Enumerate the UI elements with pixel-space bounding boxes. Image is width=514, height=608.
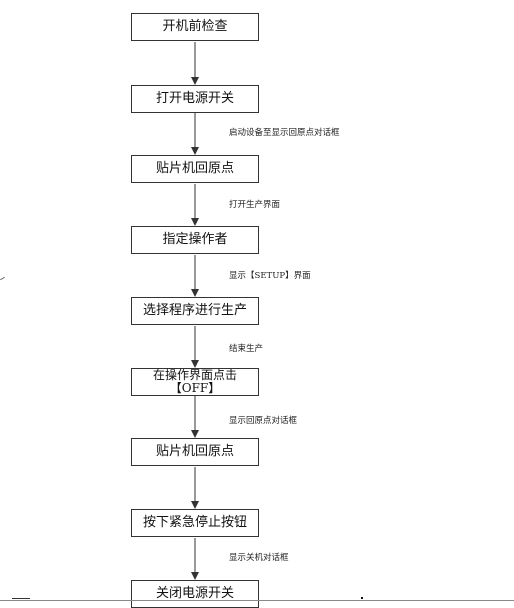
step-assign-operator: 指定操作者 [131,226,259,254]
step-label: 指定操作者 [162,232,228,247]
step-label: 按下紧急停止按钮 [142,515,247,530]
step-label-line2: 【OFF】 [169,381,221,395]
step-label: 贴片机回原点 [155,444,234,459]
step-label: 开机前检查 [162,19,228,34]
page-bottom-rule [0,600,514,601]
step-click-off: 在操作界面点击 【OFF】 [131,368,259,396]
step-turn-on-power: 打开电源开关 [131,85,259,113]
step-select-program: 选择程序进行生产 [131,297,259,325]
transition-label-open-production: 打开生产界面 [229,200,281,210]
step-label: 选择程序进行生产 [142,303,247,318]
bottom-left-stub [12,598,30,599]
step-power-on-check: 开机前检查 [131,13,259,41]
transition-label-setup: 显示【SETUP】界面 [229,271,311,281]
left-edge-mark [0,276,5,281]
transition-label-startup: 启动设备至显示回原点对话框 [229,128,340,138]
transition-label-shutdown-dialog: 显示关机对话框 [229,553,289,563]
step-label-line1: 在操作界面点击 [152,368,237,382]
bottom-dot [361,597,363,599]
transition-label-end-production: 结束生产 [229,344,264,354]
step-label: 关闭电源开关 [155,586,234,601]
step-emergency-stop: 按下紧急停止按钮 [131,509,259,537]
transition-label-origin-dialog: 显示回原点对话框 [229,416,298,426]
step-return-origin-1: 贴片机回原点 [131,155,259,183]
step-turn-off-power: 关闭电源开关 [131,580,259,608]
step-label: 打开电源开关 [155,91,234,106]
step-return-origin-2: 贴片机回原点 [131,438,259,466]
step-label: 贴片机回原点 [155,161,234,176]
